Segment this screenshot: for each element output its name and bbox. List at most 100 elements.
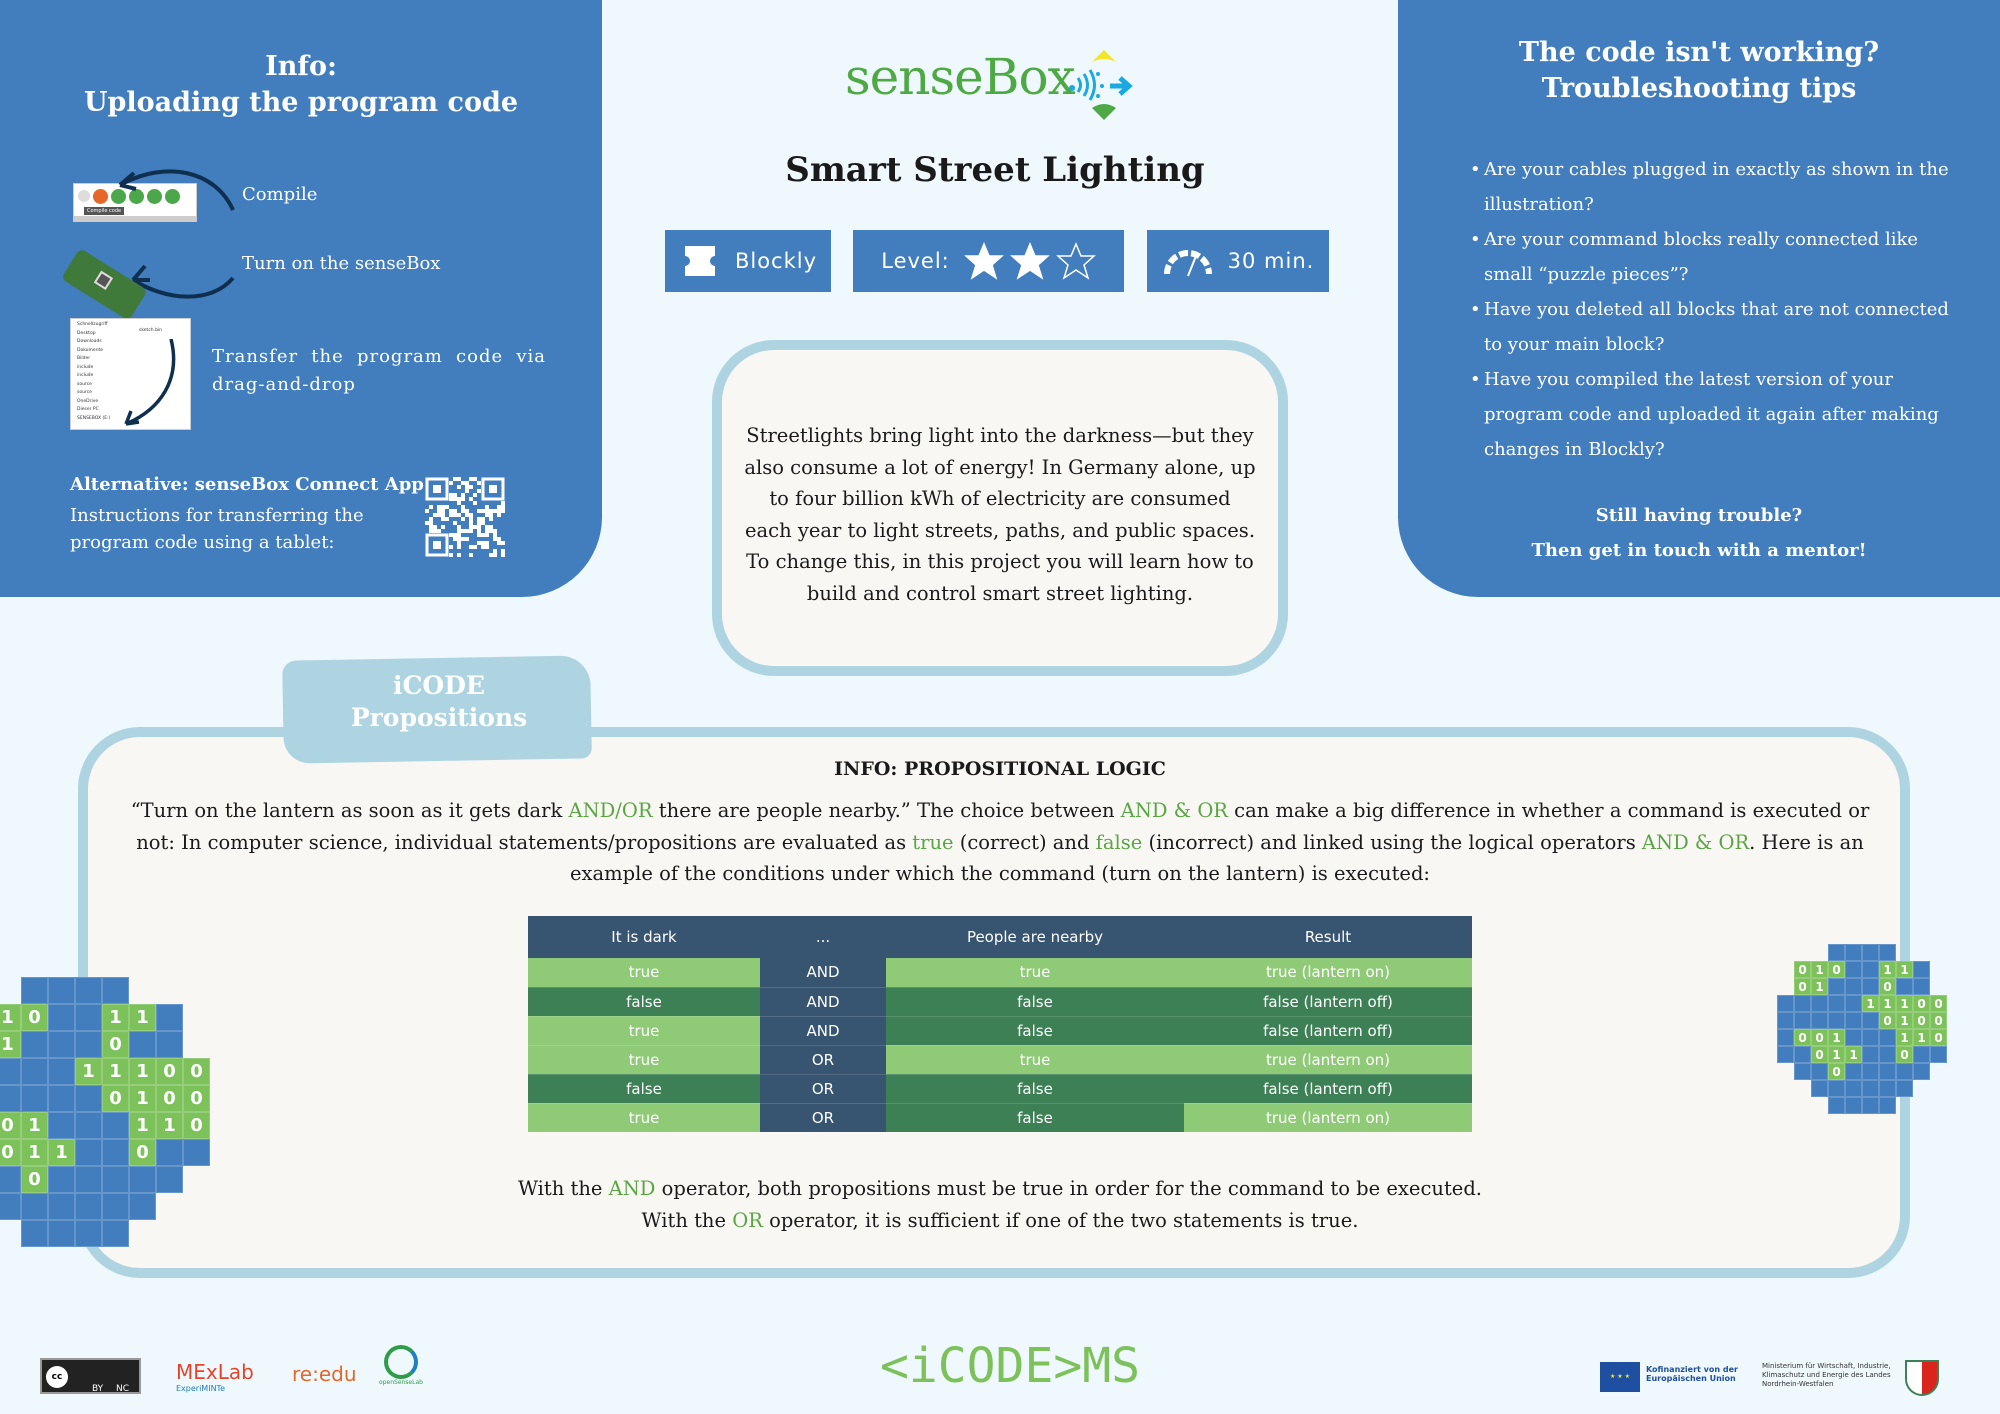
table-cell: OR (760, 1103, 886, 1133)
curved-arrow-icons (118, 169, 235, 299)
mosaic-cell (1794, 1046, 1811, 1063)
mosaic-cell (1879, 1029, 1896, 1046)
binary-digit-cell: 0 (1811, 1046, 1828, 1063)
mosaic-cell (1828, 1012, 1845, 1029)
mosaic-cell (48, 1085, 75, 1112)
binary-digit-cell: 0 (1930, 1029, 1947, 1046)
mosaic-cell (1794, 1012, 1811, 1029)
cc-license-logo[interactable]: cc BY NC (40, 1358, 141, 1394)
binary-digit-cell: 0 (183, 1085, 210, 1112)
table-cell: false (528, 1074, 760, 1104)
upload-info-title-line1: Info: (265, 51, 337, 82)
binary-digit-cell: 1 (156, 1112, 183, 1139)
tool-label: Blockly (734, 249, 818, 273)
mosaic-cell (75, 1004, 102, 1031)
binary-digit-cell: 1 (129, 1112, 156, 1139)
mosaic-cell (1845, 961, 1862, 978)
binary-digit-cell: 1 (21, 1112, 48, 1139)
binary-digit-cell: 0 (1879, 1012, 1896, 1029)
table-cell: true (528, 958, 760, 988)
mosaic-cell (1896, 978, 1913, 995)
mosaic-cell (1811, 1080, 1828, 1097)
binary-digit-cell: 0 (1828, 1063, 1845, 1080)
mosaic-cell (48, 977, 75, 1004)
section-label-line2: Propositions (350, 703, 528, 732)
binary-digit-cell: 1 (1896, 961, 1913, 978)
mosaic-cell (1862, 944, 1879, 961)
mosaic-cell (0, 1058, 21, 1085)
binary-digit-cell: 0 (1930, 1012, 1947, 1029)
explorer-item: OneDrive (77, 398, 99, 404)
mosaic-cell (1913, 1046, 1930, 1063)
table-cell: true (886, 1045, 1184, 1075)
binary-digit-cell: 1 (129, 1058, 156, 1085)
info-heading: INFO: PROPOSITIONAL LOGIC (834, 758, 1166, 780)
mosaic-cell (1828, 995, 1845, 1012)
star-filled-icon (963, 242, 1004, 280)
mosaic-cell (48, 1166, 75, 1193)
table-cell: false (886, 1103, 1184, 1133)
mosaic-cell (1794, 995, 1811, 1012)
binary-digit-cell: 1 (1896, 995, 1913, 1012)
binary-digit-cell: 0 (1811, 1029, 1828, 1046)
mosaic-cell (1811, 1012, 1828, 1029)
table-cell: AND (760, 958, 886, 988)
mosaic-cell (102, 1193, 129, 1220)
mosaic-cell (75, 1112, 102, 1139)
mosaic-cell (1845, 1080, 1862, 1097)
mosaic-cell (0, 1085, 21, 1112)
upload-info-title-line2: Uploading the program code (83, 87, 519, 118)
mosaic-cell (0, 1193, 21, 1220)
table-cell: true (lantern on) (1184, 1045, 1472, 1075)
troubleshooting-tips-list: Are your cables plugged in exactly as sh… (1470, 152, 1970, 467)
mosaic-cell (48, 1031, 75, 1058)
binary-digit-cell: 1 (1879, 995, 1896, 1012)
binary-digit-cell: 0 (102, 1031, 129, 1058)
binary-digit-cell: 0 (1828, 961, 1845, 978)
table-cell: false (528, 987, 760, 1017)
binary-digit-cell: 0 (21, 1166, 48, 1193)
binary-digit-cell: 0 (102, 1085, 129, 1112)
binary-digit-cell: 0 (21, 1004, 48, 1031)
mosaic-cell (75, 1031, 102, 1058)
mosaic-cell (1828, 1080, 1845, 1097)
mosaic-cell (0, 1166, 21, 1193)
mosaic-cell (1845, 1097, 1862, 1114)
binary-digit-cell: 0 (1913, 995, 1930, 1012)
binary-digit-cell: 1 (1879, 961, 1896, 978)
binary-digit-cell: 0 (1913, 1012, 1930, 1029)
table-cell: true (886, 958, 1184, 988)
mosaic-cell (75, 1085, 102, 1112)
truth-table: It is dark ... People are nearby Result … (528, 916, 1472, 1133)
binary-digit-cell: 1 (1811, 978, 1828, 995)
help-line1: Still having trouble? (1595, 505, 1803, 526)
mosaic-cell (1862, 1080, 1879, 1097)
mosaic-cell (102, 977, 129, 1004)
mosaic-cell (1879, 944, 1896, 961)
step-transfer-label: Transfer the program code via drag-and-d… (212, 346, 546, 395)
column-header: People are nearby (886, 916, 1184, 958)
qr-code[interactable] (425, 477, 505, 557)
table-cell: AND (760, 1016, 886, 1046)
troubleshooting-title-line2: Troubleshooting tips (1541, 73, 1857, 104)
column-header: Result (1184, 916, 1472, 958)
mosaic-cell (1777, 1029, 1794, 1046)
column-header: It is dark (528, 916, 760, 958)
binary-digit-cell: 0 (156, 1085, 183, 1112)
eu-flag-icon: ★ ★ ★ (1600, 1362, 1640, 1392)
summary-text: With the AND operator, both propositions… (120, 1173, 1880, 1237)
mosaic-cell (102, 1112, 129, 1139)
binary-digit-cell: 0 (183, 1112, 210, 1139)
level-label: Level: (881, 249, 950, 273)
star-outline-icon (1055, 242, 1096, 280)
mosaic-cell (1845, 1063, 1862, 1080)
binary-digit-cell: 1 (102, 1058, 129, 1085)
mosaic-cell (1879, 1080, 1896, 1097)
mosaic-cell (75, 1166, 102, 1193)
table-cell: false (lantern off) (1184, 987, 1472, 1017)
